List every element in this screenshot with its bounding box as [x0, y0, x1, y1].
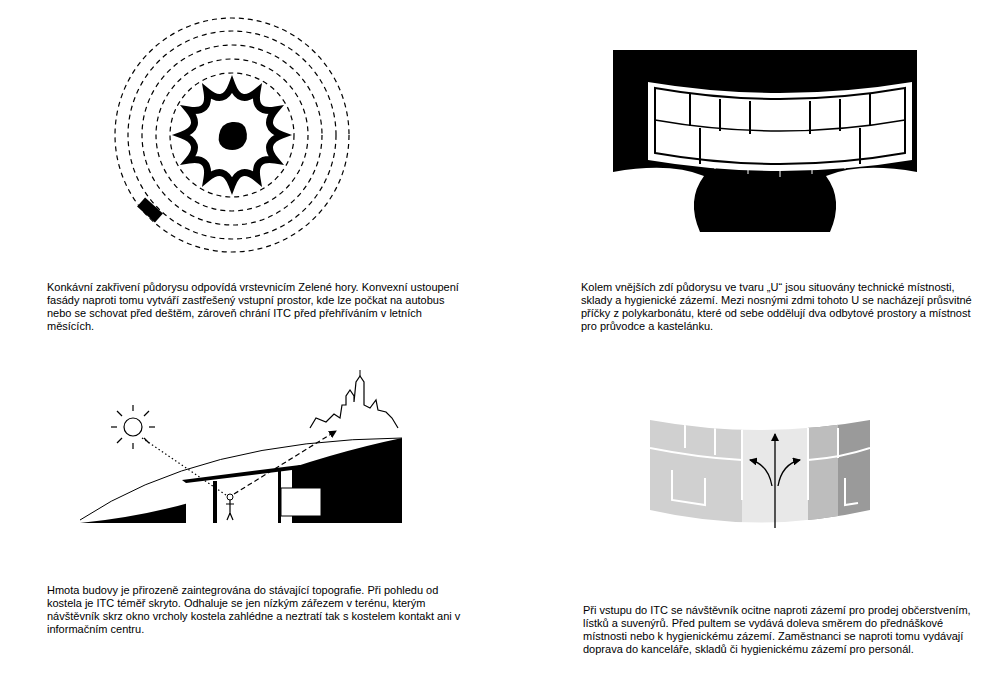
caption-text: Kolem vnějších zdí půdorysu ve tvaru „U“… [581, 281, 986, 333]
circulation-arrows [750, 434, 800, 528]
contour-diagram [115, 18, 349, 252]
caption-text: Hmota budovy je přirozeně zaintegrována … [47, 584, 472, 636]
star-plan [182, 85, 282, 185]
circulation-plan [650, 410, 870, 540]
section-drawing [80, 370, 402, 523]
hill-top [219, 122, 247, 150]
caption-text: Konkávní zakřivení půdorysu odpovídá vrs… [47, 281, 467, 333]
caption-text: Při vstupu do ITC se návštěvník ocitne n… [583, 604, 988, 656]
building-mark [137, 198, 163, 223]
floor-plan [613, 50, 917, 232]
